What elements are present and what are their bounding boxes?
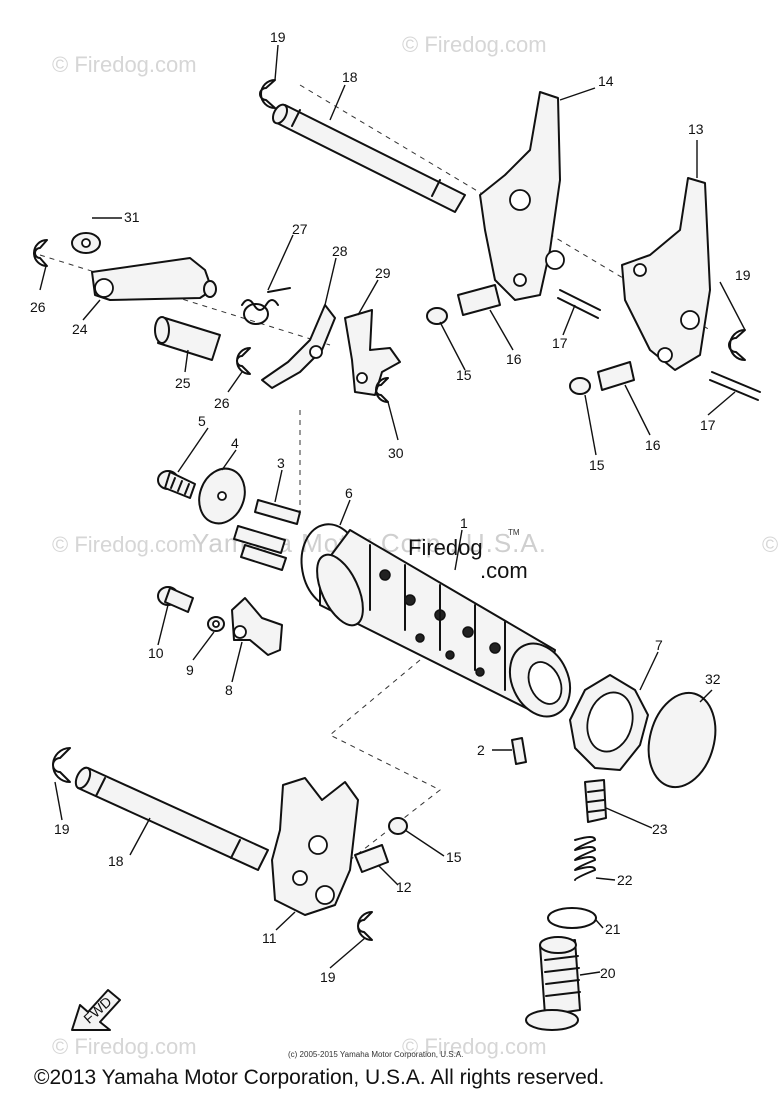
callout-26: 26 [214,395,230,411]
callout-15: 15 [456,367,472,383]
bolt-and-plate [157,467,246,525]
circlip-26-lower [236,347,251,375]
callout-17: 17 [700,417,716,433]
circlip-bottom-center [357,911,373,941]
callout-25: 25 [175,375,191,391]
callout-20: 20 [600,965,616,981]
shift-fork-14 [479,91,565,301]
shift-cam-fork-diagram: © Firedog.com © Firedog.com © Firedog.co… [30,29,783,1059]
callout-18: 18 [342,69,358,85]
callout-15: 15 [589,457,605,473]
small-credit-line: (c) 2005-2015 Yamaha Motor Corporation, … [288,1050,463,1059]
watermark-firedog: © Firedog.com [52,52,197,77]
callout-4: 4 [231,435,239,451]
callout-10: 10 [148,645,164,661]
callout-16: 16 [506,351,522,367]
callout-17: 17 [552,335,568,351]
callout-30: 30 [388,445,404,461]
callout-8: 8 [225,682,233,698]
brand-tm: TM [508,528,520,537]
shift-fork-13 [621,177,711,371]
shift-drum-1 [316,529,572,718]
detent-assembly [525,779,607,1031]
callout-numbers: 19 18 14 13 19 31 26 24 27 28 29 25 26 3… [30,29,751,985]
callout-15: 15 [446,849,462,865]
callout-29: 29 [375,265,391,281]
callout-18: 18 [108,853,124,869]
pin-2 [511,737,527,765]
leader-lines [39,44,746,976]
callout-24: 24 [72,321,88,337]
callout-1: 1 [460,515,468,531]
shift-fork-11 [271,777,359,916]
callout-32: 32 [705,671,721,687]
callout-26: 26 [30,299,46,315]
fwd-arrow-icon: FWD [71,989,121,1031]
guide-pins-bottom [354,817,408,873]
shift-arm-assembly [33,232,217,301]
circlip-right [728,329,746,361]
callout-7: 7 [655,637,663,653]
shift-lever-28 [261,304,336,389]
callout-3: 3 [277,455,285,471]
callout-6: 6 [345,485,353,501]
callout-2: 2 [477,742,485,758]
callout-19: 19 [270,29,286,45]
watermark-firedog: © Firedog.com [402,32,547,57]
return-spring-27 [241,287,291,325]
alignment-lines [39,84,711,861]
callout-19: 19 [54,821,70,837]
watermark-firedog: © Firedog.com [52,1034,197,1059]
watermark-firedog: © Firedog.com [762,532,783,557]
segment-plate-7 [569,674,649,771]
circlip-30 [375,377,389,403]
callout-23: 23 [652,821,668,837]
watermark-firedog: © Firedog.com [402,1034,547,1059]
firedog-logo: Firedog .com TM [408,528,528,583]
callout-9: 9 [186,662,194,678]
callout-31: 31 [124,209,140,225]
circlip-top-left [259,79,276,109]
cover-cap-32 [647,691,717,789]
brand-suffix: .com [480,558,528,583]
watermark-firedog: © Firedog.com [52,532,197,557]
callout-28: 28 [332,243,348,259]
callout-19: 19 [320,969,336,985]
collar-25 [154,316,221,361]
callout-13: 13 [688,121,704,137]
shift-fork-shaft-bottom [74,766,269,871]
shift-lever-29 [344,309,401,396]
callout-14: 14 [598,73,614,89]
callout-27: 27 [292,221,308,237]
circlip-bottom-left [52,747,71,783]
callout-12: 12 [396,879,412,895]
shift-fork-shaft-top [271,103,466,213]
guide-pins-top [426,284,761,401]
stopper-assembly [157,586,283,656]
brand-name: Firedog [408,535,483,560]
callout-22: 22 [617,872,633,888]
copyright-notice: ©2013 Yamaha Motor Corporation, U.S.A. A… [34,1066,605,1089]
callout-16: 16 [645,437,661,453]
dowel-pins-3 [233,499,301,571]
callout-19: 19 [735,267,751,283]
callout-11: 11 [262,930,277,946]
callout-21: 21 [605,921,621,937]
callout-5: 5 [198,413,206,429]
